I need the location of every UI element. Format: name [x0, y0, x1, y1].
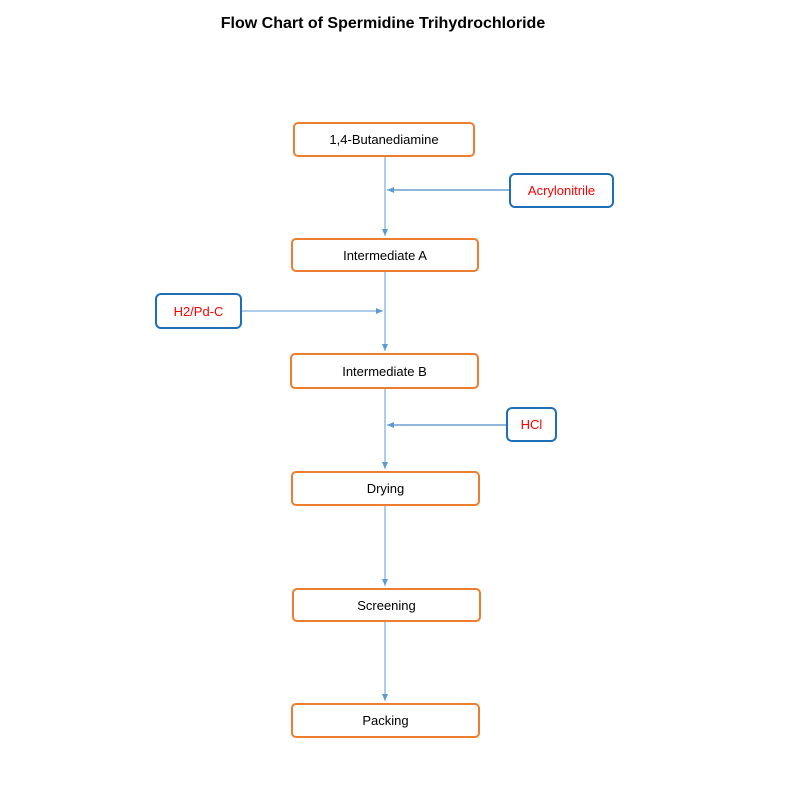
step-label: 1,4-Butanediamine	[329, 132, 439, 147]
step-label: Packing	[362, 713, 409, 728]
reagent-label: HCl	[520, 417, 543, 432]
step-box-screening: Screening	[292, 588, 481, 622]
step-label: Screening	[357, 597, 416, 613]
reagent-box-hcl: HCl	[506, 407, 557, 442]
step-box-intermediate-b: Intermediate B	[290, 353, 479, 389]
reagent-box-acrylonitrile: Acrylonitrile	[509, 173, 614, 208]
step-box-packing: Packing	[291, 703, 480, 738]
step-label: Intermediate A	[343, 247, 427, 263]
step-label: Drying	[366, 481, 405, 496]
reagent-box-h2-pdc: H2/Pd-C	[155, 293, 242, 329]
step-label: Intermediate B	[342, 363, 427, 379]
reagent-label: Acrylonitrile	[527, 183, 596, 198]
step-box-butanediamine: 1,4-Butanediamine	[293, 122, 475, 157]
reagent-label: H2/Pd-C	[173, 303, 224, 319]
chart-title: Flow Chart of Spermidine Trihydrochlorid…	[220, 15, 546, 32]
step-box-drying: Drying	[291, 471, 480, 506]
step-box-intermediate-a: Intermediate A	[291, 238, 479, 272]
